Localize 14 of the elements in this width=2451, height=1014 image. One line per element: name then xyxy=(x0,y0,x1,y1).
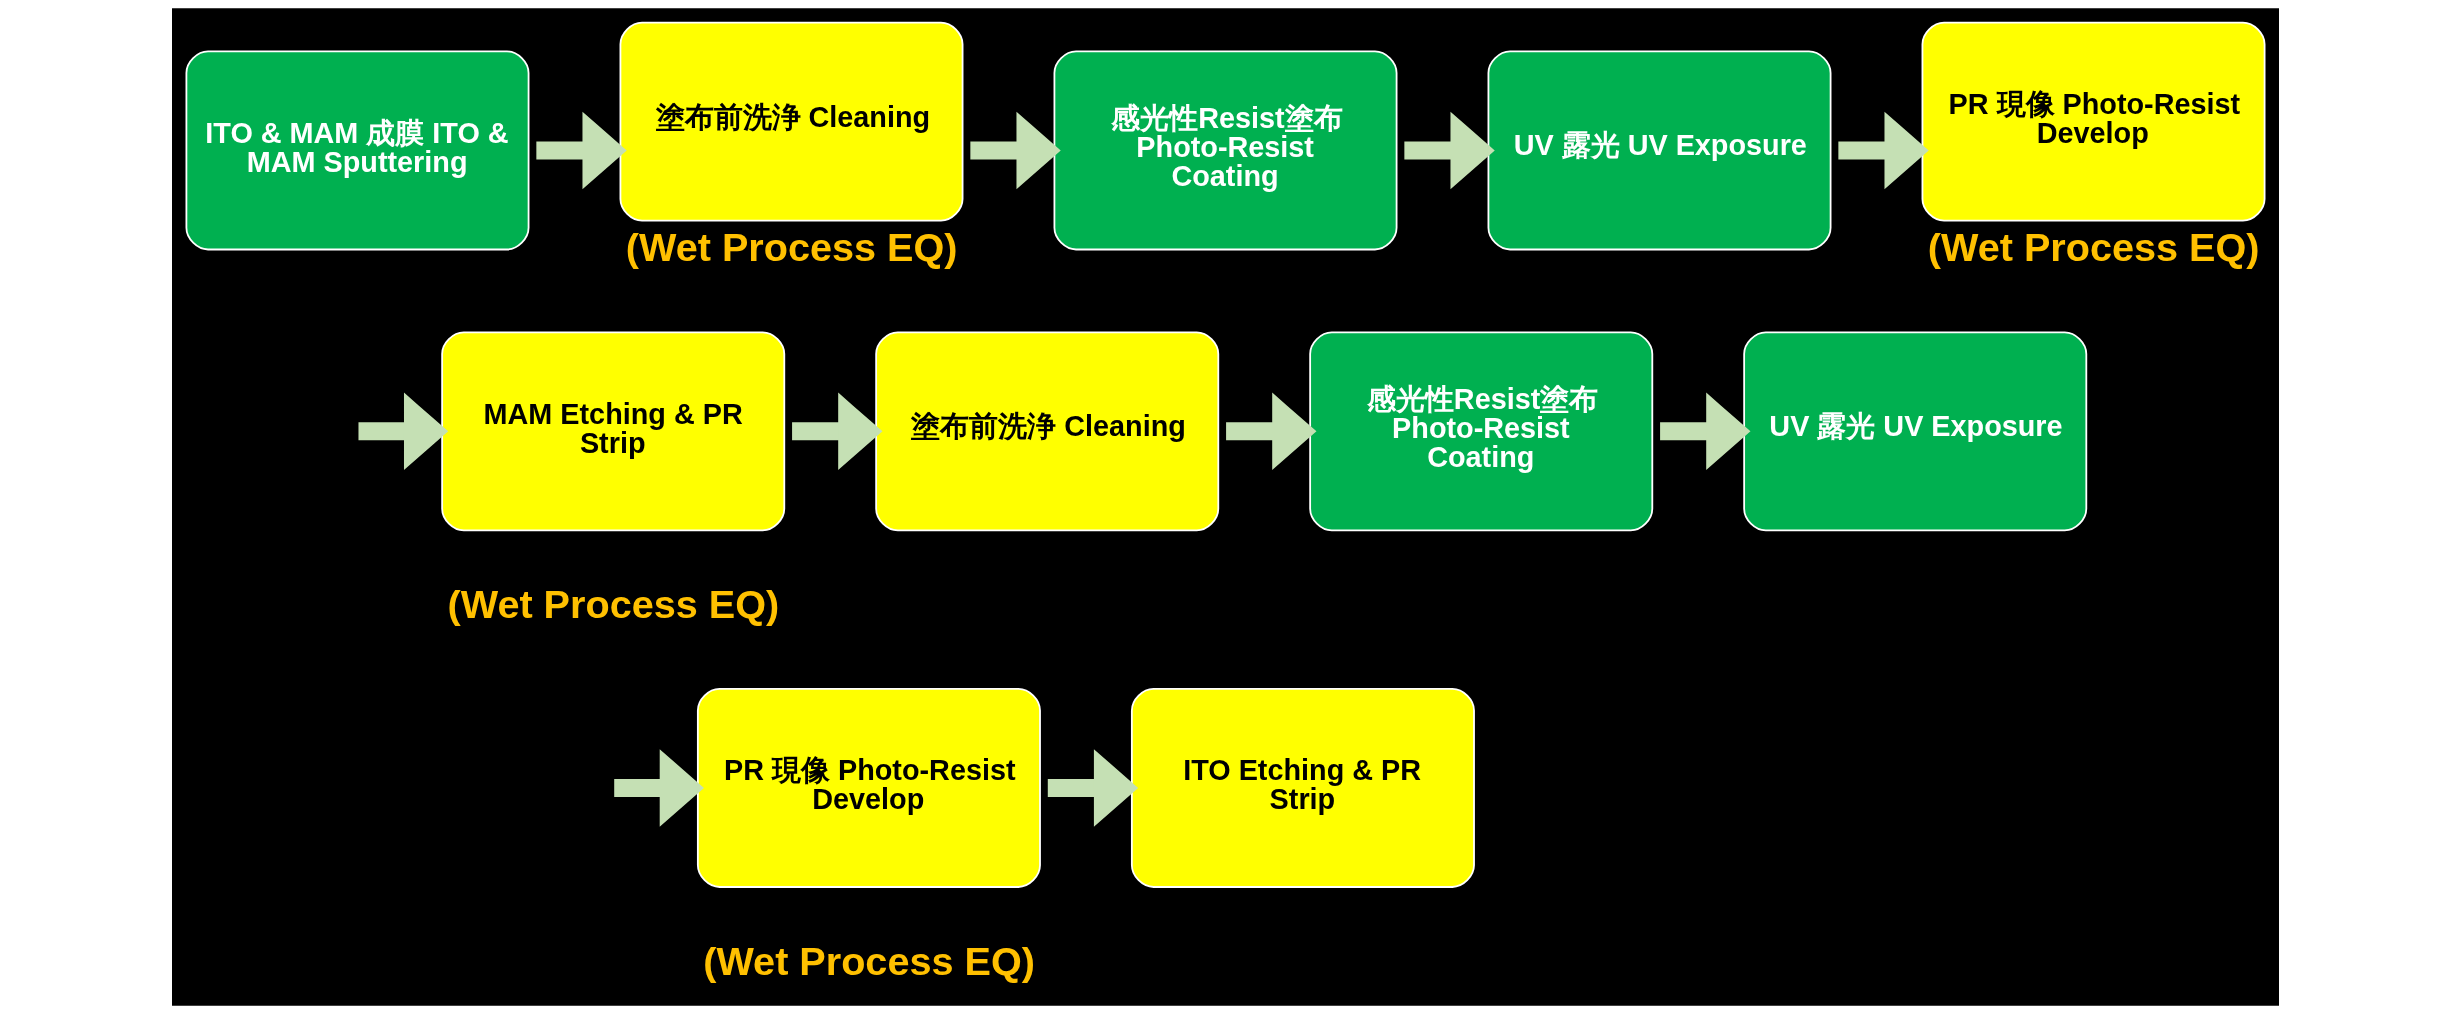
arrow xyxy=(358,392,449,471)
arrow xyxy=(1404,111,1495,190)
node-label: (Wet Process EQ) xyxy=(1927,225,2260,270)
arrow xyxy=(536,111,627,190)
arrow xyxy=(1226,392,1317,471)
label: (Wet Process EQ) xyxy=(703,938,1035,983)
label: (Wet Process EQ) xyxy=(447,581,780,626)
arrow xyxy=(614,749,704,827)
arrow xyxy=(970,111,1061,190)
arrow xyxy=(1838,111,1929,190)
arrow xyxy=(1047,749,1139,827)
node-label: (Wet Process EQ) xyxy=(625,225,958,270)
arrow xyxy=(792,392,883,471)
arrow xyxy=(1660,392,1751,471)
